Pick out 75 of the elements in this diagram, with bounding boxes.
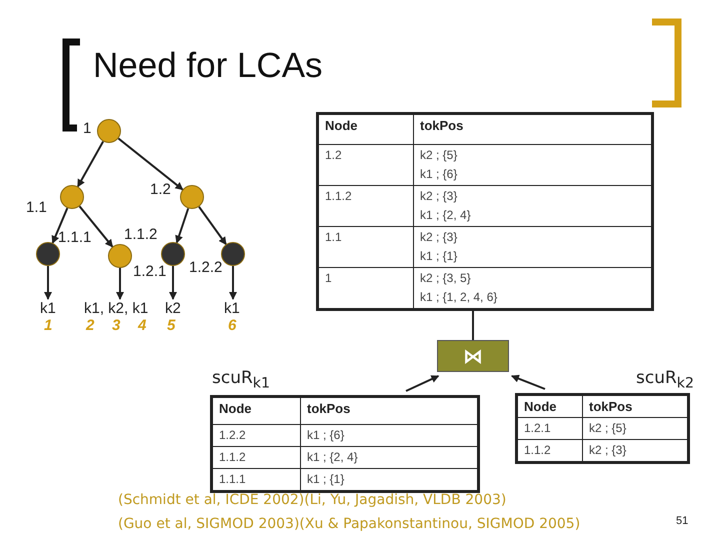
node-label: 1 [83,120,92,137]
arrow [52,208,68,244]
arrow [169,266,177,300]
token-positions: k2 ; {3} [420,229,458,246]
token-positions: k1 ; {1} [420,248,458,265]
slide-number: 51 [676,515,688,527]
position-number: 1 [44,317,52,334]
citation: (Guo et al, SIGMOD 2003)(Xu & Papakonstantinou, SIGMOD 2005) [118,516,580,532]
tree-node [97,119,121,143]
tree-node [221,242,245,266]
tree-node [36,242,60,266]
node-label: 1.2.2 [189,259,222,276]
data-table [515,393,690,464]
position-number: 4 [138,317,146,334]
data-table [210,395,480,493]
arrow [77,140,104,188]
token-positions: k2 ; {5} [420,147,458,164]
column-header: tokPos [589,398,634,416]
relation-label: scuR$_{k1}$ [212,368,270,392]
token-positions: k1 ; {1} [307,471,346,488]
column-header: tokPos [420,117,464,135]
tree-node [161,242,185,266]
token-positions: k1 ; {6} [307,427,346,444]
column-header: Node [524,398,558,416]
arrow [198,206,227,246]
leaf-keyword: k1 [224,300,240,318]
tree-node [180,185,204,209]
position-number: 2 [86,317,94,334]
arrow [510,374,546,390]
leaf-keyword: k1 [40,300,56,318]
node-label: 1.1.2 [124,226,158,243]
token-positions: k2 ; {3} [420,188,458,205]
node-label: 1.1.1 [58,229,92,246]
node-id: 1.1.2 [219,449,247,466]
join-operator: ⋈ [437,340,509,372]
node-id: 1.1.1 [219,471,247,488]
data-table [316,112,654,311]
slide-title: Need for LCAs [93,46,323,86]
node-label: 1.2.1 [133,263,166,280]
arrow [118,138,184,190]
leaf-keyword: k1, k2, k1 [84,300,148,318]
arrow [229,266,237,300]
node-label: 1.1 [26,199,47,216]
arrow [78,206,114,248]
position-number: 3 [112,317,120,334]
token-positions: k1 ; {2, 4} [420,207,472,224]
arrow [44,266,52,300]
token-positions: k1 ; {6} [420,166,458,183]
position-number: 5 [167,317,176,334]
arrow [406,375,440,392]
tree-node [108,244,132,268]
token-positions: k2 ; {3} [589,442,628,459]
relation-label: scuR$_{k2}$ [636,368,694,392]
node-id: 1.1.2 [524,442,552,459]
node-label: 1.2 [150,181,171,198]
column-header: Node [325,117,358,135]
token-positions: k2 ; {3, 5} [420,270,472,287]
position-number: 6 [228,317,236,334]
node-id: 1.1.2 [325,188,353,205]
column-header: Node [219,400,252,418]
connector-line [472,311,474,340]
tree-node [60,185,84,209]
node-id: 1.1 [325,229,343,246]
node-id: 1 [325,270,333,287]
node-id: 1.2.1 [524,420,552,437]
token-positions: k2 ; {5} [589,420,628,437]
node-id: 1.2.2 [219,427,247,444]
column-header: tokPos [307,400,352,418]
citation: (Schmidt et al, ICDE 2002)(Li, Yu, Jagadish, VLDB 2003) [118,492,506,508]
leaf-keyword: k2 [165,300,181,318]
arrow [116,268,124,300]
token-positions: k1 ; {2, 4} [307,449,359,466]
token-positions: k1 ; {1, 2, 4, 6} [420,289,498,306]
arrow [175,208,190,244]
node-id: 1.2 [325,147,343,164]
